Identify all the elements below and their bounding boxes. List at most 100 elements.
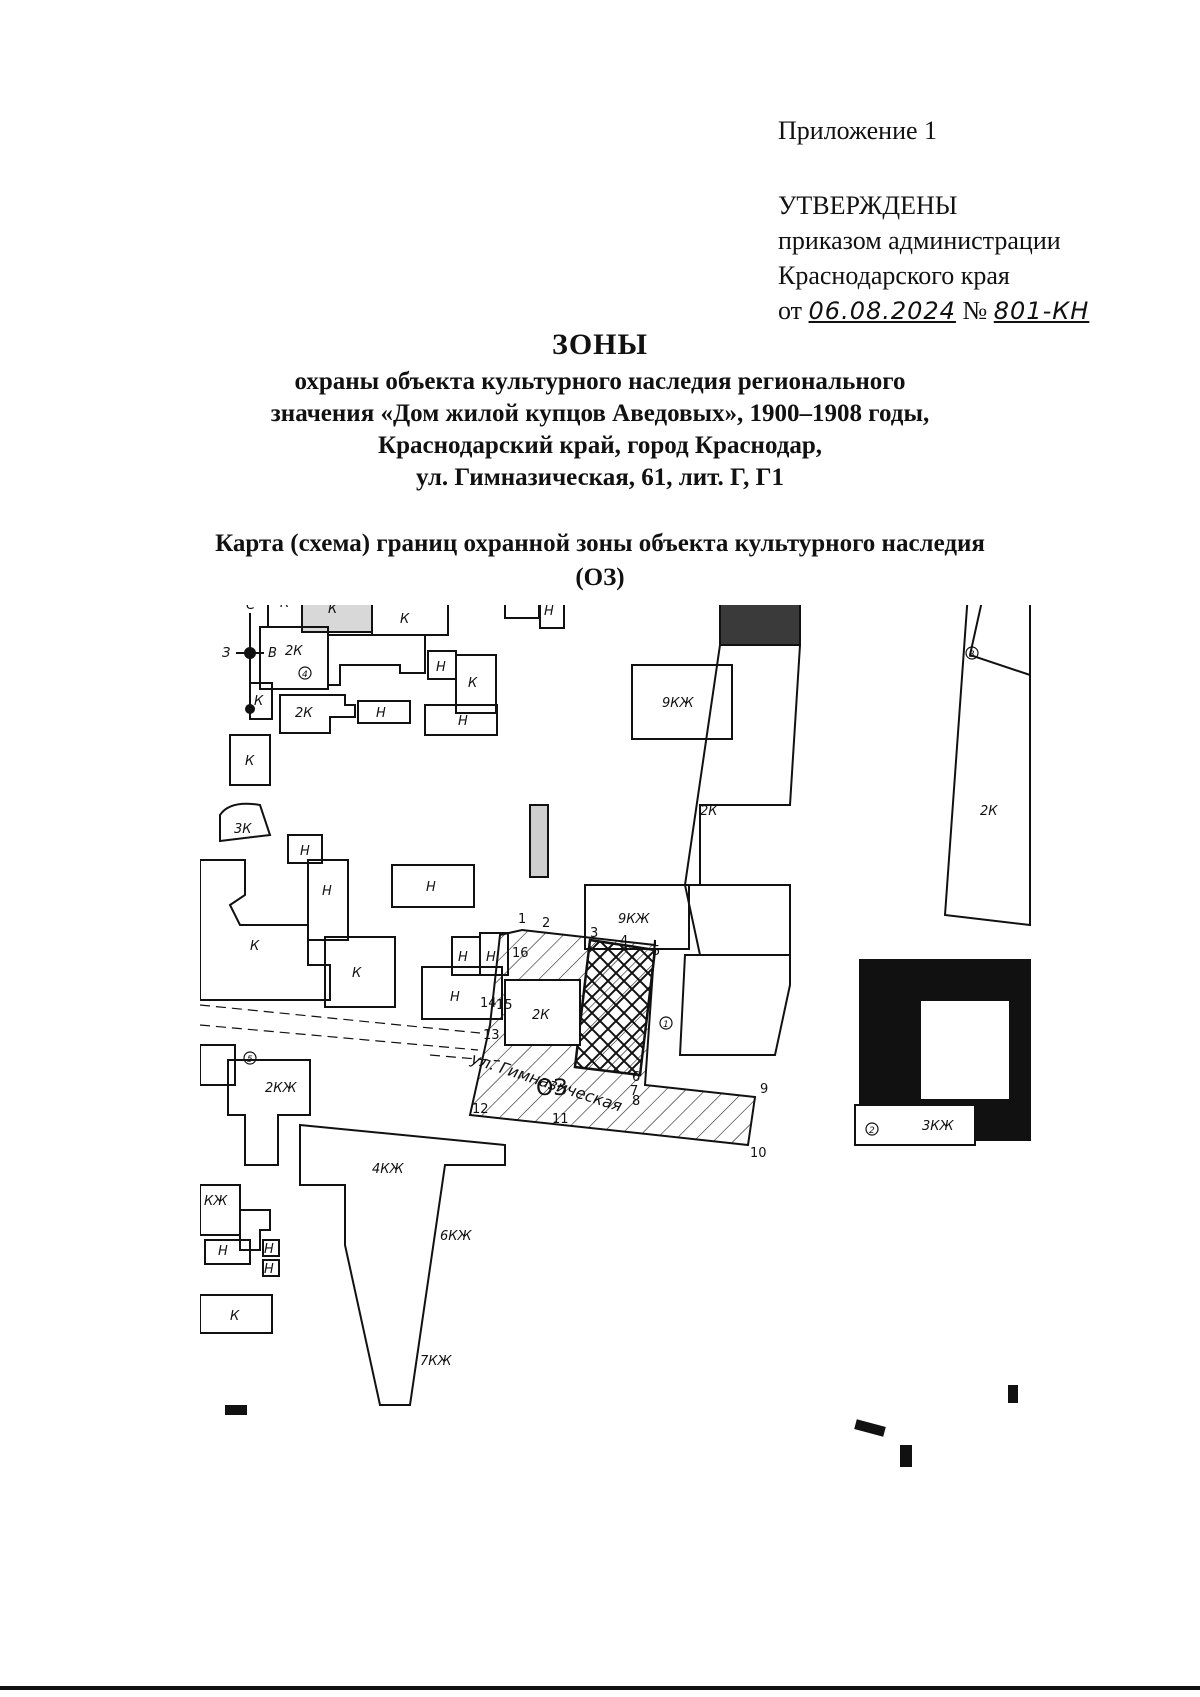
boundary-point-14: 14 (480, 996, 497, 1011)
boundary-point-7: 7 (630, 1084, 638, 1099)
building (307, 859, 349, 941)
building (968, 605, 1031, 677)
road-edge (429, 1054, 501, 1062)
handwritten-number: 801-КН (993, 297, 1090, 325)
building-label: 2К (285, 644, 303, 659)
building (219, 802, 272, 843)
circle-mark (965, 646, 979, 660)
document-subtitle: охраны объекта культурного наследия реги… (150, 366, 1050, 494)
building-label: КЖ (204, 1194, 228, 1209)
compass-east-label: В (268, 646, 277, 661)
building (357, 700, 411, 724)
building (287, 834, 323, 864)
building-label: К (280, 605, 290, 611)
circle-marks (243, 646, 979, 1136)
building-label: 4КЖ (372, 1162, 405, 1177)
building (299, 1123, 506, 1406)
scan-artifact (900, 1445, 912, 1467)
approval-date-line: от 06.08.2024 № 801-КН (778, 293, 1089, 329)
building (227, 1059, 311, 1166)
boundary-point-9: 9 (760, 1082, 768, 1097)
building (683, 644, 802, 886)
building-label: 2К (700, 804, 718, 819)
boundary-point-numbers: 1 2 3 4 5 6 7 8 9 10 11 12 13 14 15 16 (472, 912, 768, 1161)
building (327, 634, 426, 686)
circle-mark-number: 3 (969, 650, 975, 660)
building (504, 979, 581, 1046)
boundary-point-12: 12 (472, 1102, 489, 1117)
subtitle-line-4: ул. Гимназическая, 61, лит. Г, Г1 (415, 464, 785, 491)
boundary-point-11: 11 (552, 1112, 569, 1127)
building (529, 804, 549, 878)
building-label: К (245, 754, 255, 769)
map-title-line-2: (ОЗ) (575, 564, 625, 591)
scan-artifact (1008, 1385, 1018, 1403)
building (943, 605, 1031, 927)
building-label: К (400, 612, 410, 627)
approval-region: Краснодарского края (778, 261, 1010, 290)
building-label: Н (450, 990, 460, 1005)
bottom-rule (0, 1686, 1200, 1690)
boundary-point-16: 16 (512, 946, 529, 961)
building-label: 2К (980, 804, 998, 819)
building-label: 9КЖ (662, 696, 695, 711)
compass-south-dot (245, 704, 255, 714)
building-label: Н (458, 714, 468, 729)
building (324, 936, 396, 1008)
building-label: Н (322, 884, 332, 899)
date-prefix: от (778, 296, 803, 325)
building-label: Н (486, 950, 496, 965)
building-label: Н (544, 605, 554, 619)
subtitle-line-3: Краснодарский край, город Краснодар, (377, 432, 823, 459)
circle-mark-number: 1 (663, 1020, 669, 1030)
building-label: Н (426, 880, 436, 895)
boundary-point-1: 1 (518, 912, 526, 927)
approval-heading: УТВЕРЖДЕНЫ (778, 191, 958, 220)
compass-west-label: З (222, 646, 230, 661)
building-label: 2КЖ (265, 1081, 298, 1096)
building (279, 694, 356, 734)
building (262, 1259, 280, 1277)
building-label: К (352, 966, 362, 981)
heritage-object-territory (573, 938, 657, 1077)
building (204, 1239, 251, 1265)
building-label: 9КЖ (618, 912, 651, 927)
building-labels: К К К 2К Н К К 2К Н Н К 3К Н Н Н К К Н Н… (204, 605, 998, 1369)
building-label: 6КЖ (440, 1229, 473, 1244)
circle-mark (865, 1122, 879, 1136)
building (200, 1294, 273, 1334)
building-label: 2К (532, 1008, 550, 1023)
building-label: 2К (295, 706, 313, 721)
compass-north-label: С (246, 605, 256, 613)
boundary-point-15: 15 (496, 998, 513, 1013)
building (539, 605, 565, 629)
boundary-point-4: 4 (620, 934, 628, 949)
boundary-point-10: 10 (750, 1146, 767, 1161)
building-label: Н (218, 1244, 228, 1259)
building (719, 605, 801, 646)
building (391, 864, 475, 908)
building-label: К (254, 694, 264, 709)
building-outlines (200, 605, 1031, 1406)
circle-mark (298, 666, 312, 680)
building (200, 1184, 241, 1236)
document-title: ЗОНЫ (552, 328, 648, 361)
building (455, 654, 497, 714)
boundary-point-6: 6 (632, 1070, 640, 1085)
approval-authority: приказом администрации (778, 226, 1061, 255)
building-label: К (328, 605, 338, 617)
building (678, 954, 791, 1056)
building (424, 704, 498, 736)
building (239, 1209, 271, 1251)
building (504, 605, 540, 619)
building (919, 999, 1011, 1101)
zone-label: ОЗ (536, 1076, 567, 1101)
building-label: 3КЖ (922, 1119, 955, 1134)
building-label: К (250, 939, 260, 954)
subtitle-line-1: охраны объекта культурного наследия реги… (294, 368, 906, 395)
circle-mark-numbers: 4 1 5 2 3 (247, 650, 975, 1136)
number-prefix: № (962, 296, 988, 325)
building (854, 1104, 976, 1146)
circle-mark-number: 5 (247, 1055, 253, 1065)
boundary-point-13: 13 (483, 1028, 500, 1043)
